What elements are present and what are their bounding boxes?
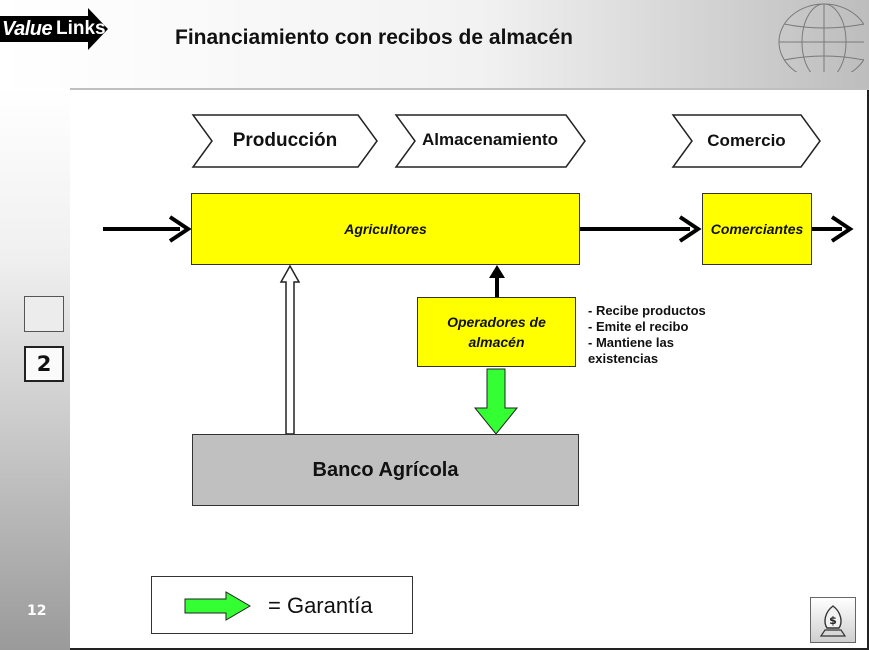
stage-label-produccion: Producción [232, 130, 338, 151]
node-banco-agricola: Banco Agrícola [192, 434, 579, 506]
money-bag-icon[interactable]: $ [810, 597, 856, 643]
header-divider [0, 88, 869, 90]
node-agricultores: Agricultores [191, 193, 580, 265]
guarantee-arrow [473, 368, 519, 435]
logo-links-text: Links [56, 18, 106, 39]
node-operadores: Operadores de almacén [417, 297, 576, 367]
stage-chevron-almacenamiento [394, 114, 586, 168]
stage-label-almacenamiento: Almacenamiento [421, 130, 559, 149]
page-indicator-2[interactable]: 2 [24, 346, 64, 382]
slide-number: 12 [27, 603, 47, 619]
flow-arrow-out [812, 215, 854, 243]
money-bag-glyph: $ [819, 605, 847, 637]
logo-value-text: Value [0, 16, 55, 42]
node-operadores-label: Operadores de almacén [447, 314, 546, 350]
globe-icon [778, 3, 864, 72]
valuelinks-logo: Value Links [0, 8, 108, 50]
node-comerciantes-label: Comerciantes [710, 221, 804, 237]
finance-arrow-hollow [279, 264, 301, 435]
slide-title: Financiamiento con recibos de almacén [175, 26, 573, 49]
legend-arrow-icon [184, 591, 251, 621]
flow-arrow-in [103, 215, 192, 243]
flow-arrow-to-comerciantes [580, 215, 702, 243]
slide-header [0, 0, 869, 88]
node-agricultores-label: Agricultores [344, 221, 427, 237]
legend: = Garantía [151, 576, 413, 634]
stage-chevron-comercio [671, 114, 821, 168]
svg-text:$: $ [829, 614, 837, 627]
legend-label: = Garantía [268, 593, 373, 618]
operator-task: - Mantiene las existencias [588, 335, 674, 366]
operator-task-list: - Recibe productos - Emite el recibo - M… [588, 303, 738, 367]
node-banco-label: Banco Agrícola [312, 458, 459, 481]
logo-arrow-icon [52, 8, 108, 50]
stage-chevron-produccion [191, 114, 378, 168]
node-comerciantes: Comerciantes [702, 193, 812, 265]
page-indicator-1[interactable] [24, 296, 64, 332]
operator-task: - Recibe productos [588, 303, 706, 318]
operator-task: - Emite el recibo [588, 319, 689, 334]
operator-to-farmer-arrow [489, 265, 505, 297]
stage-label-comercio: Comercio [707, 131, 786, 150]
